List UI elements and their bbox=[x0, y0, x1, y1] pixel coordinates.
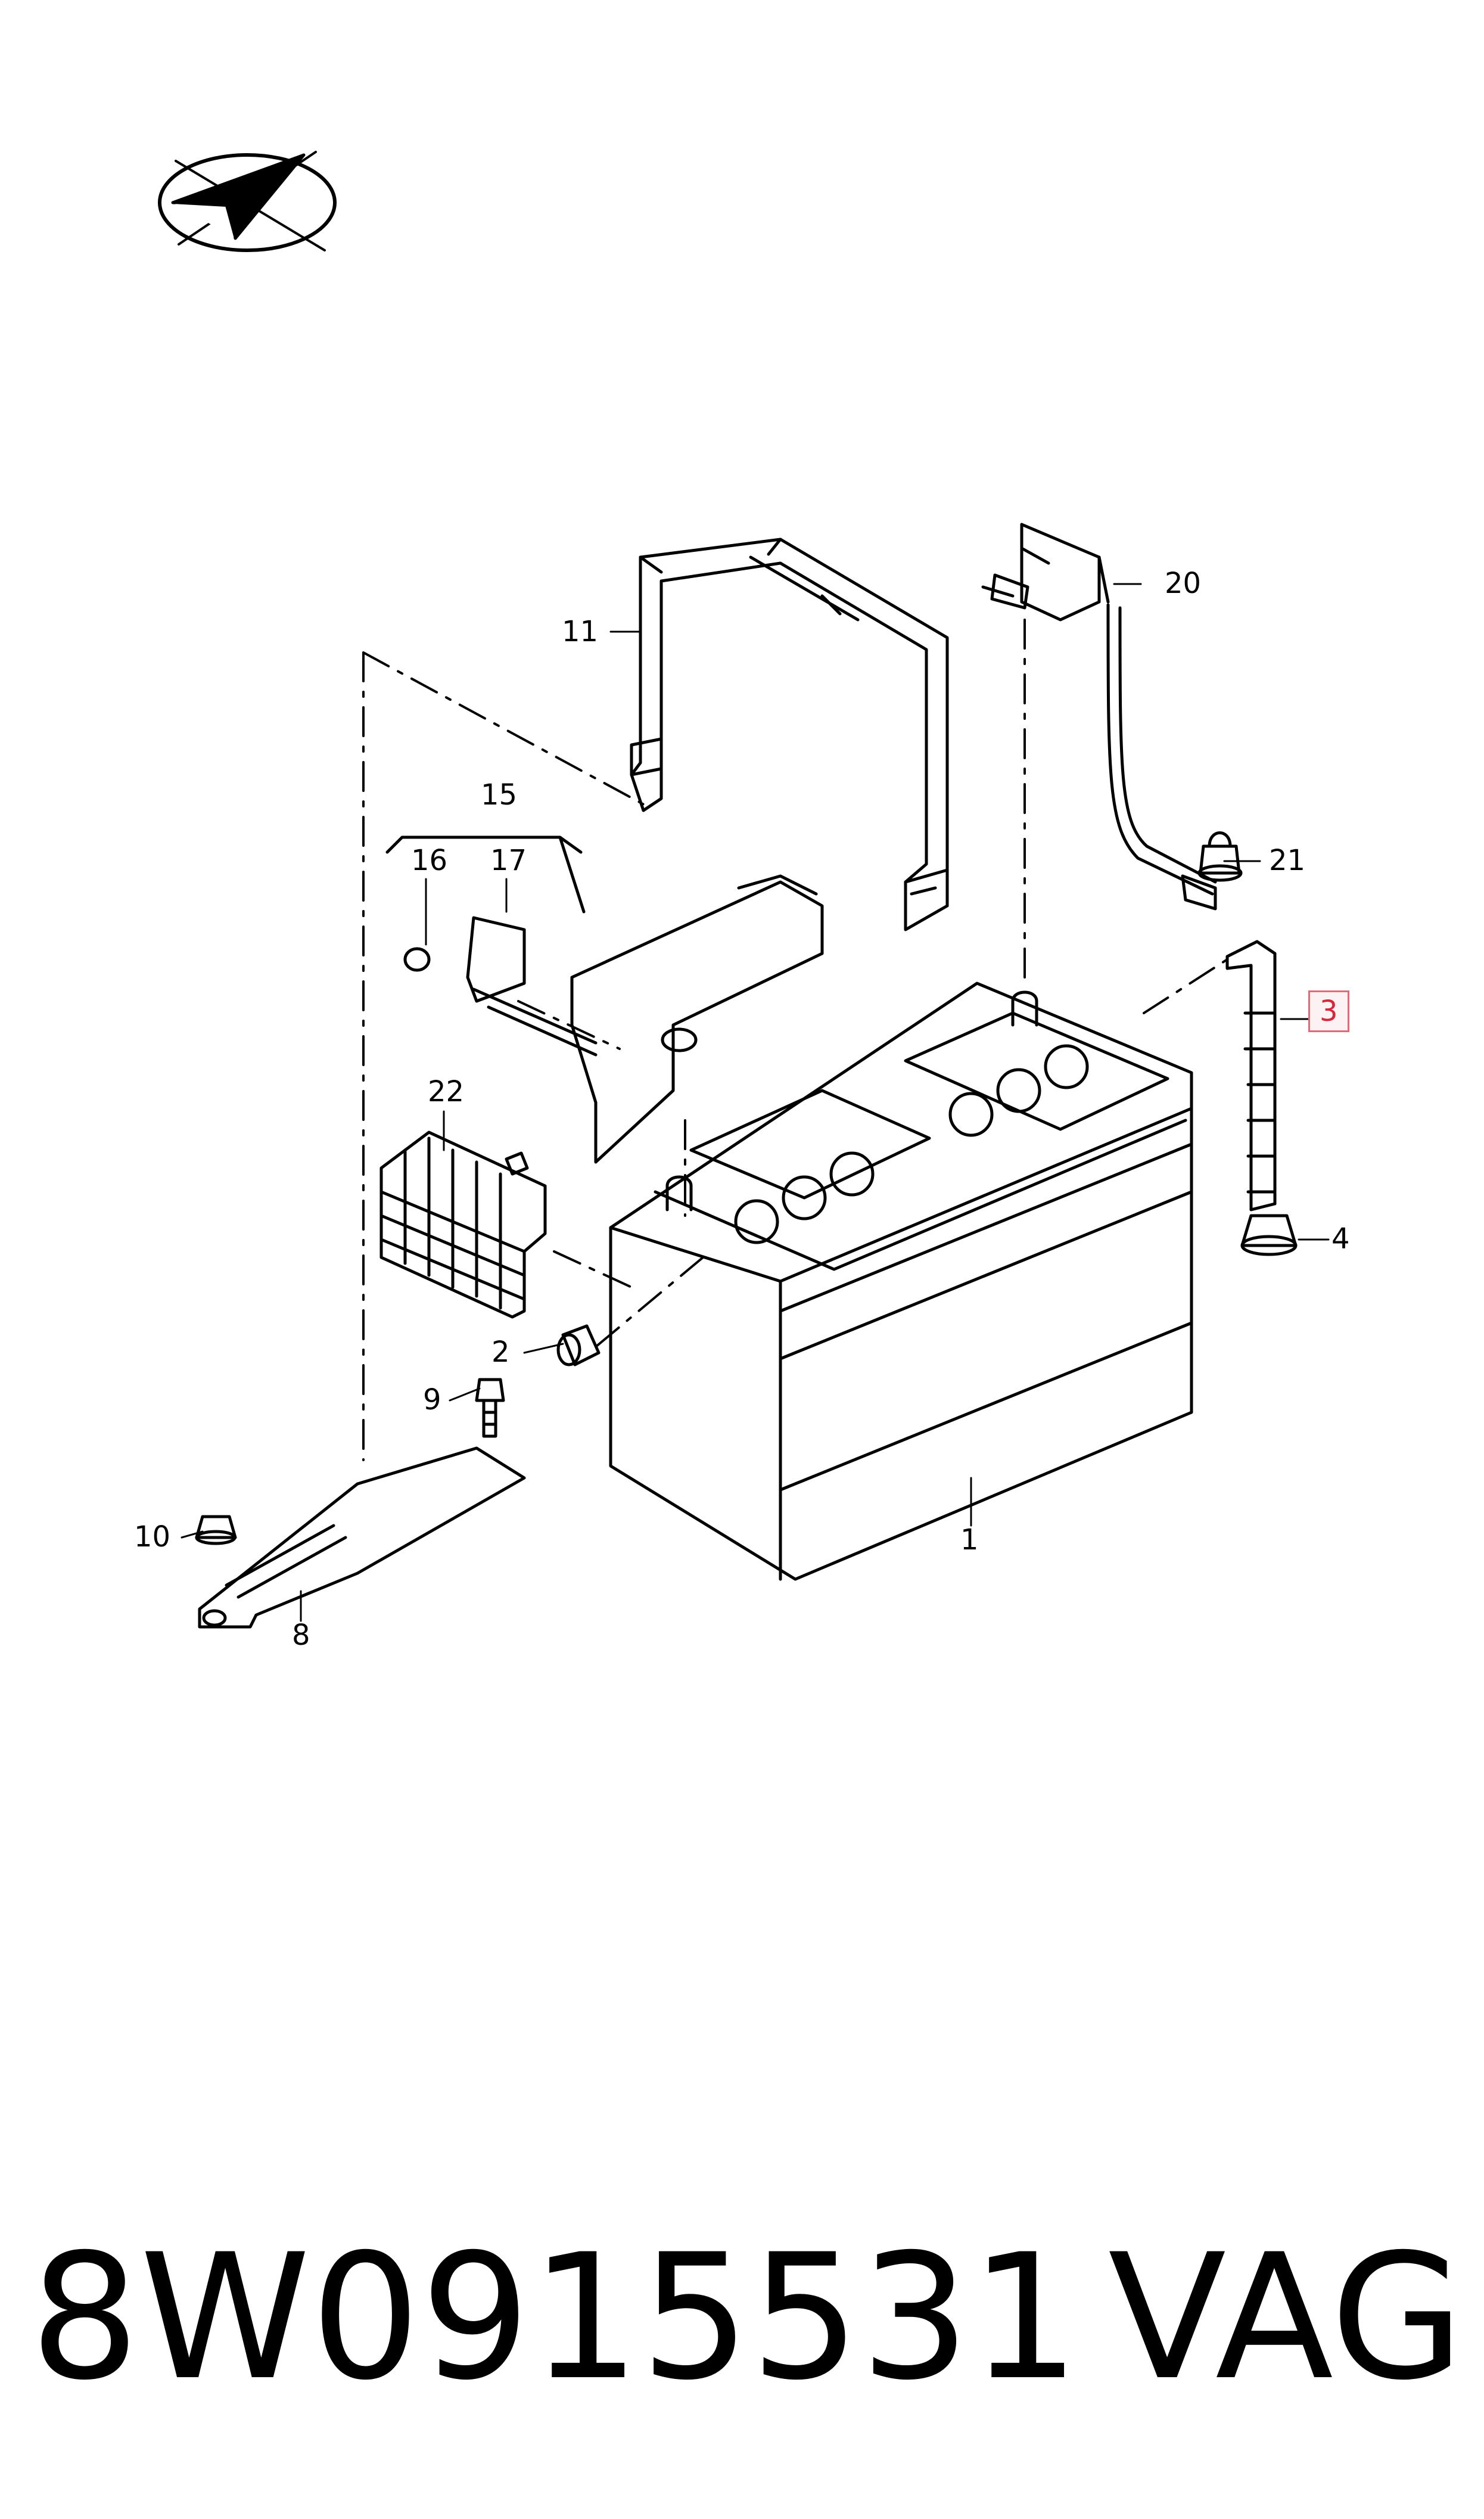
callout-9[interactable]: 9 bbox=[423, 1383, 441, 1417]
callout-3[interactable]: 3 bbox=[1308, 990, 1349, 1032]
callout-15[interactable]: 15 bbox=[481, 778, 518, 812]
callout-16[interactable]: 16 bbox=[411, 844, 448, 877]
callout-1[interactable]: 1 bbox=[960, 1523, 979, 1557]
callout-2[interactable]: 2 bbox=[491, 1335, 510, 1369]
callout-22[interactable]: 22 bbox=[428, 1075, 465, 1108]
positive-terminal-cable-part-20 bbox=[981, 523, 1217, 911]
plug-part-2 bbox=[556, 1324, 601, 1366]
brand-name: VAG bbox=[1108, 2217, 1464, 2418]
callout-11[interactable]: 11 bbox=[562, 615, 599, 648]
battery-strap-part-11 bbox=[630, 538, 949, 931]
callout-21[interactable]: 21 bbox=[1269, 844, 1306, 877]
exploded-parts-diagram bbox=[158, 151, 1330, 1629]
nut-part-10 bbox=[195, 1515, 237, 1545]
callout-4[interactable]: 4 bbox=[1331, 1222, 1350, 1256]
nut-part-21 bbox=[1197, 831, 1243, 882]
battery-cover-part-22 bbox=[379, 1130, 547, 1319]
sensor-bracket-parts-15-17 bbox=[385, 835, 824, 1164]
cable-part-3 bbox=[1225, 940, 1277, 1212]
callout-10[interactable]: 10 bbox=[134, 1520, 171, 1554]
checkmark-in-ellipse-logo bbox=[158, 151, 337, 252]
assembly-dash-lines bbox=[362, 619, 1228, 1461]
callout-20[interactable]: 20 bbox=[1165, 567, 1202, 600]
callout-17[interactable]: 17 bbox=[490, 844, 527, 877]
base-bracket-part-8 bbox=[198, 1446, 526, 1629]
part-number: 8W0915531 bbox=[30, 2217, 1080, 2418]
callout-8[interactable]: 8 bbox=[292, 1619, 310, 1652]
bolt-part-9 bbox=[475, 1378, 505, 1438]
nut-part-4 bbox=[1240, 1214, 1298, 1256]
callout-leader-lines bbox=[181, 583, 1330, 1622]
battery-part-1 bbox=[609, 981, 1193, 1581]
